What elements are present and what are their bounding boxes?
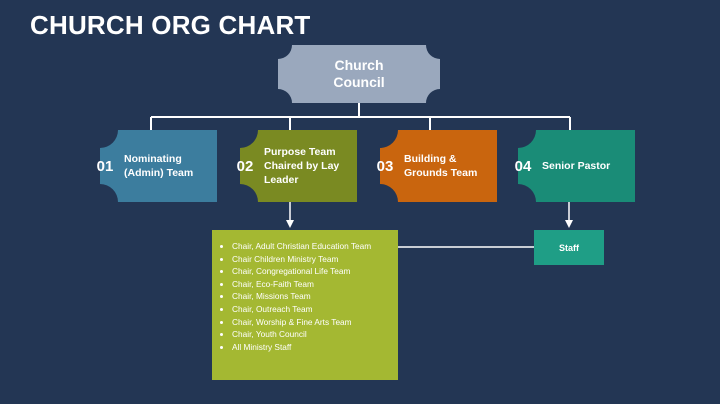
team-label-04: Senior Pastor [542, 160, 611, 172]
team-number-04: 04 [514, 157, 532, 175]
team-label-02: Purpose Team Chaired by Lay Leader [264, 146, 340, 186]
list-item: Chair, Congregational Life Team [232, 265, 392, 278]
team-label-03: Building & Grounds Team [404, 153, 478, 179]
council-shape [278, 45, 440, 103]
church-council-node: Church Council [278, 45, 440, 103]
team-label-01: Nominating (Admin) Team [124, 153, 194, 179]
list-item: All Ministry Staff [232, 341, 392, 354]
list-item: Chair, Youth Council [232, 328, 392, 341]
list-item: Chair, Worship & Fine Arts Team [232, 316, 392, 329]
list-item: Chair, Missions Team [232, 290, 392, 303]
team-node-03: 03 Building & Grounds Team [362, 130, 497, 202]
team-number-01: 01 [96, 157, 114, 175]
arrow-head-02 [286, 220, 294, 228]
list-item: Chair Children Ministry Team [232, 253, 392, 266]
team-node-01: 01 Nominating (Admin) Team [82, 130, 217, 202]
team-node-04: 04 Senior Pastor [500, 130, 635, 202]
team-shape-01 [100, 130, 217, 202]
list-item: Chair, Adult Christian Education Team [232, 240, 392, 253]
team-node-02: 02 Purpose Team Chaired by Lay Leader [222, 130, 357, 202]
arrow-head-04 [565, 220, 573, 228]
team-shape-03 [380, 130, 497, 202]
council-label: Church Council [333, 57, 385, 90]
purpose-team-list: Chair, Adult Christian Education Team Ch… [212, 230, 398, 380]
list-item: Chair, Outreach Team [232, 303, 392, 316]
chart-title: CHURCH ORG CHART [30, 10, 311, 40]
team-number-03: 03 [376, 157, 394, 175]
list-item: Chair, Eco-Faith Team [232, 278, 392, 291]
team-number-02: 02 [236, 157, 254, 175]
staff-node: Staff [534, 230, 604, 265]
team-shape-04 [518, 130, 635, 202]
team-shape-02 [240, 130, 357, 202]
